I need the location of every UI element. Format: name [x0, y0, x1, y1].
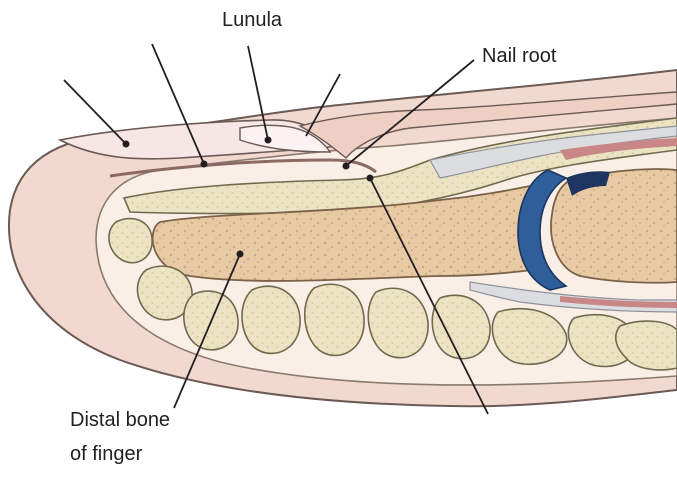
leader-dot-nail-free-edge — [123, 141, 130, 148]
leader-dot-nail-bed — [201, 161, 208, 168]
label-distal-bone-line1: Distal bone — [70, 408, 170, 432]
label-lunula: Lunula — [222, 8, 282, 32]
label-distal-bone-line2: of finger — [70, 442, 142, 466]
label-nail-root: Nail root — [482, 44, 556, 68]
leader-dot-distal-bone — [237, 251, 244, 258]
leader-dot-matrix — [367, 175, 374, 182]
leader-dot-nail-root — [343, 163, 350, 170]
leader-dot-lunula — [265, 137, 272, 144]
